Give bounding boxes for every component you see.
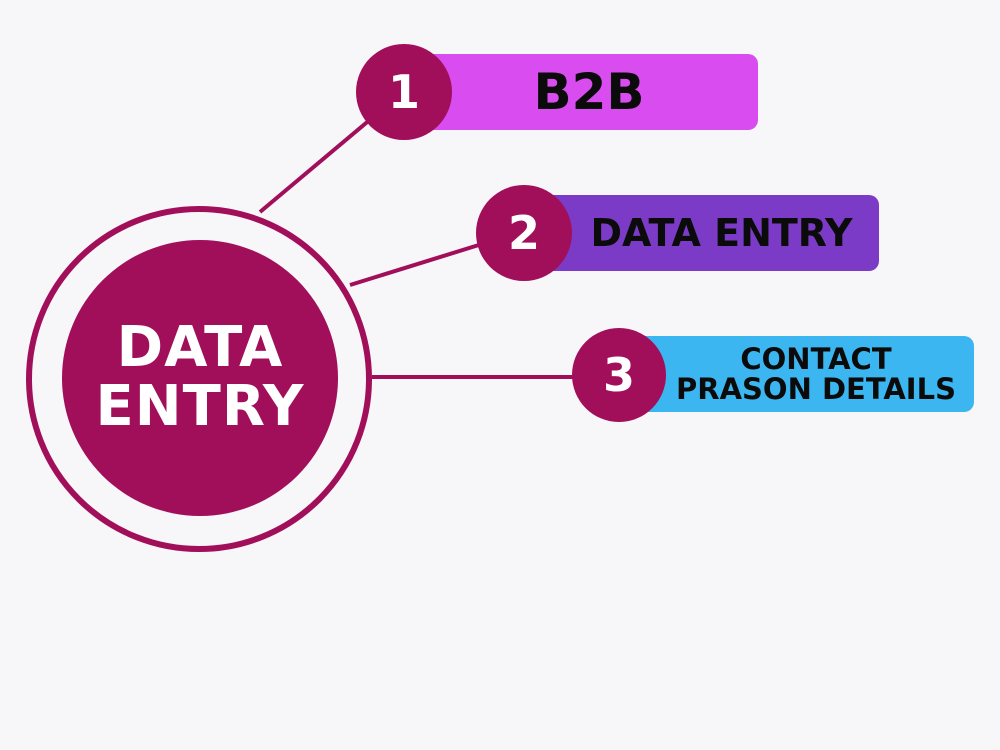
item-3-label: CONTACT PRASON DETAILS	[676, 341, 956, 406]
item-3-label-line-1: CONTACT	[740, 341, 892, 376]
item-1-pill: B2B	[400, 54, 758, 130]
item-2-number-badge: 2	[476, 185, 572, 281]
item-3-number-badge: 3	[572, 328, 666, 422]
item-3-pill: CONTACT PRASON DETAILS	[618, 336, 974, 412]
item-2-pill: DATA ENTRY	[524, 195, 879, 271]
item-3-label-line-2: PRASON DETAILS	[676, 372, 956, 406]
hub-label-line-1: DATA	[116, 315, 284, 381]
item-2-label: DATA ENTRY	[590, 211, 853, 255]
item-1-number-badge: 1	[356, 44, 452, 140]
hub-label: DATA ENTRY	[95, 315, 305, 439]
connector-line-1	[258, 116, 374, 214]
hub-circle: DATA ENTRY	[62, 240, 338, 516]
item-1-label: B2B	[533, 63, 645, 121]
connector-line-2	[349, 242, 483, 287]
hub-label-line-2: ENTRY	[95, 374, 305, 439]
